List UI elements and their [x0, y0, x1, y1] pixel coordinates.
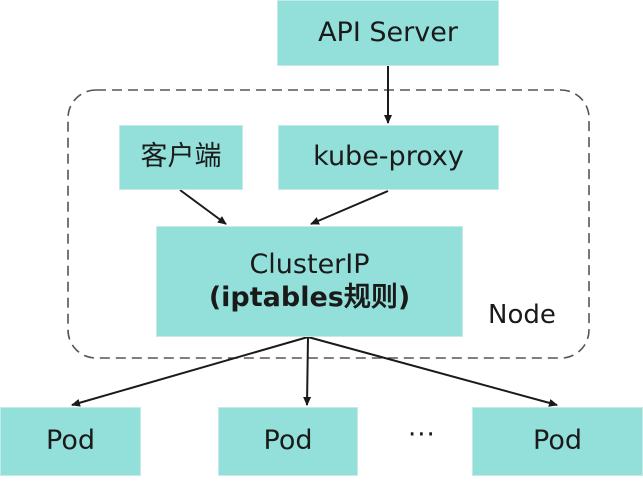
pod-box: Pod — [0, 407, 141, 476]
edge-client-to-clusterip — [179, 189, 227, 225]
pod-box: Pod — [218, 407, 358, 476]
cluster-ip-box: ClusterIP (iptables规则) — [156, 226, 463, 337]
pod-label: Pod — [46, 425, 95, 457]
pod-label: Pod — [263, 425, 313, 457]
edge-clusterip-to-pod3 — [307, 336, 558, 407]
node-group-label: Node — [488, 300, 556, 330]
edge-clusterip-to-pod1 — [71, 336, 309, 407]
cluster-ip-label: ClusterIP — [249, 249, 370, 281]
edge-proxy-to-clusterip — [310, 190, 389, 225]
edge-clusterip-to-pod2 — [303, 336, 312, 406]
node-group-boundary — [67, 89, 590, 359]
client-label: 客户端 — [140, 141, 222, 173]
kube-proxy-box: kube-proxy — [278, 125, 499, 190]
kube-proxy-label: kube-proxy — [313, 141, 464, 173]
iptables-rules-label: (iptables规则) — [208, 281, 411, 313]
ellipsis: ··· — [408, 420, 436, 450]
api-server-box: API Server — [277, 0, 499, 66]
pod-box: Pod — [472, 407, 643, 476]
client-box: 客户端 — [119, 125, 243, 190]
pod-label: Pod — [533, 425, 582, 457]
api-server-label: API Server — [318, 16, 458, 48]
